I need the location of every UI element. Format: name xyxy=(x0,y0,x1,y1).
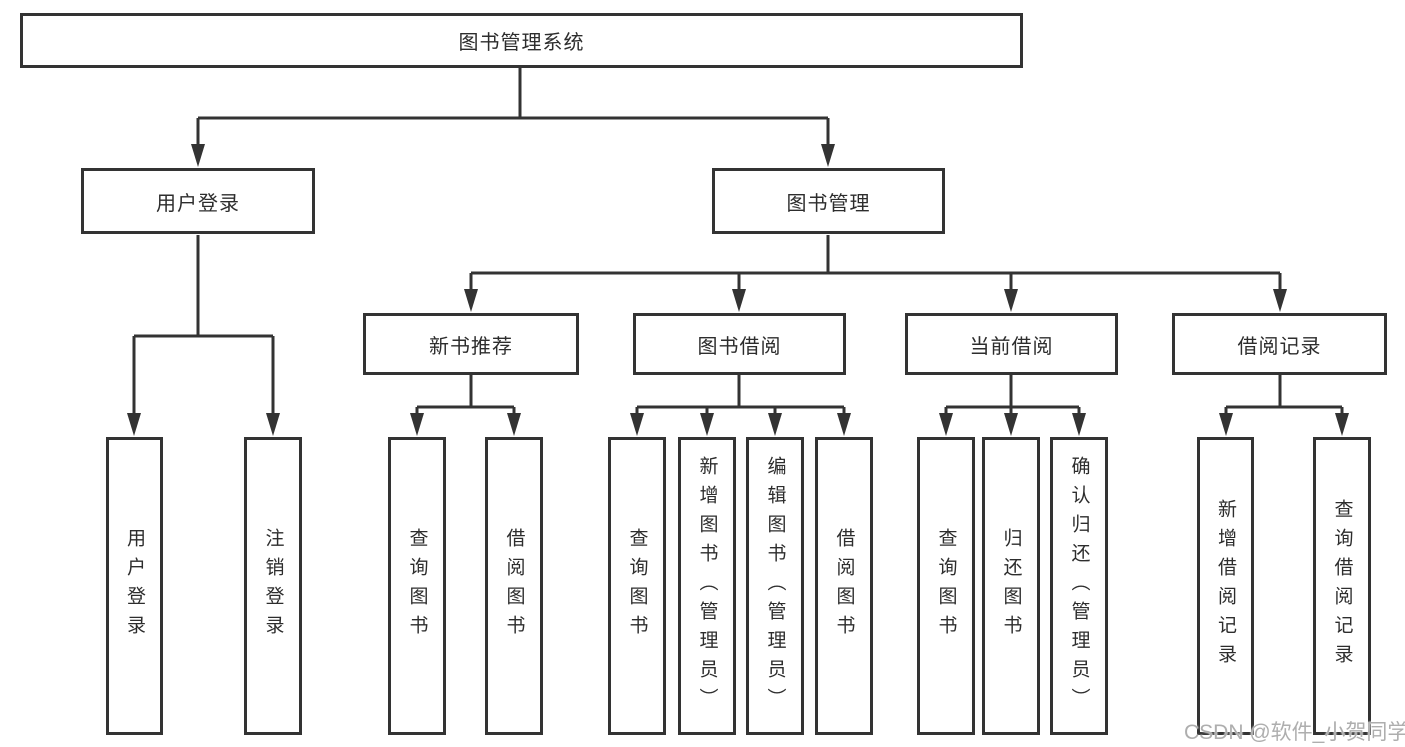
arrowhead xyxy=(1004,413,1018,436)
leaf-label: 查询借阅记录 xyxy=(1331,499,1353,673)
leaf-borrow-books-borrowing: 借阅图书 xyxy=(815,437,873,735)
leaf-return-books: 归还图书 xyxy=(982,437,1040,735)
leaf-label: 借阅图书 xyxy=(833,528,855,644)
connector-current-borrowing-split xyxy=(944,375,1081,418)
arrowhead xyxy=(1219,413,1233,436)
arrowheads xyxy=(127,144,1349,436)
leaf-borrow-books-recommend: 借阅图书 xyxy=(485,437,543,735)
arrowhead xyxy=(266,413,280,436)
leaf-label: 注销登录 xyxy=(262,528,284,644)
leaf-label: 确认归还（管理员） xyxy=(1068,455,1090,717)
connector-book-borrowing-split xyxy=(635,375,846,418)
node-new-book-recommendation: 新书推荐 xyxy=(363,313,579,375)
arrowhead xyxy=(1072,413,1086,436)
arrowhead xyxy=(191,144,205,167)
leaf-confirm-return-admin: 确认归还（管理员） xyxy=(1050,437,1108,735)
arrowhead xyxy=(410,413,424,436)
node-label: 图书借阅 xyxy=(697,335,782,358)
arrowhead xyxy=(939,413,953,436)
connector-user-login-split xyxy=(132,235,275,418)
leaf-label: 查询图书 xyxy=(935,528,957,644)
arrowhead xyxy=(700,413,714,436)
node-label: 图书管理系统 xyxy=(458,32,585,54)
leaf-add-books-admin: 新增图书（管理员） xyxy=(678,437,736,735)
leaf-label: 新增借阅记录 xyxy=(1215,499,1236,673)
leaf-label: 编辑图书（管理员） xyxy=(764,455,786,717)
arrowhead xyxy=(732,289,746,312)
leaf-query-books-current: 查询图书 xyxy=(917,437,975,735)
leaf-edit-books-admin: 编辑图书（管理员） xyxy=(746,437,804,735)
connector-book-management-split xyxy=(469,235,1282,294)
connector-new-book-split xyxy=(415,375,516,418)
node-label: 用户登录 xyxy=(156,192,240,215)
leaf-label: 查询图书 xyxy=(406,528,428,644)
arrowhead xyxy=(768,413,782,436)
arrowhead xyxy=(1335,413,1349,436)
arrowhead xyxy=(1273,289,1287,312)
leaf-query-books-borrowing: 查询图书 xyxy=(608,437,666,735)
node-label: 新书推荐 xyxy=(429,335,513,358)
connector-root-split xyxy=(196,66,830,150)
arrowhead xyxy=(127,413,141,436)
leaf-label: 借阅图书 xyxy=(503,528,525,644)
arrowhead xyxy=(507,413,521,436)
node-book-borrowing: 图书借阅 xyxy=(633,313,846,375)
node-current-borrowing: 当前借阅 xyxy=(905,313,1118,375)
leaf-label: 用户登录 xyxy=(124,528,145,644)
node-borrowing-records: 借阅记录 xyxy=(1172,313,1387,375)
arrowhead xyxy=(1004,289,1018,312)
leaf-query-books-recommend: 查询图书 xyxy=(388,437,446,735)
connector-borrowing-records-split xyxy=(1224,375,1344,418)
node-label: 图书管理 xyxy=(786,192,871,215)
arrowhead xyxy=(821,144,835,167)
watermark-text: CSDN @软件_小贺同学 xyxy=(1184,721,1405,744)
arrowhead xyxy=(630,413,644,436)
node-label: 借阅记录 xyxy=(1237,335,1322,358)
leaf-query-borrow-record: 查询借阅记录 xyxy=(1313,437,1371,735)
leaf-logout: 注销登录 xyxy=(244,437,302,735)
leaf-label: 查询图书 xyxy=(626,528,648,644)
arrowhead xyxy=(464,289,478,312)
leaf-user-login: 用户登录 xyxy=(106,437,163,735)
node-user-login: 用户登录 xyxy=(81,168,315,234)
node-library-management-system: 图书管理系统 xyxy=(20,13,1023,68)
arrowhead xyxy=(837,413,851,436)
node-label: 当前借阅 xyxy=(969,335,1054,358)
leaf-label: 归还图书 xyxy=(1000,528,1022,644)
leaf-add-borrow-record: 新增借阅记录 xyxy=(1197,437,1254,735)
node-book-management: 图书管理 xyxy=(712,168,945,234)
leaf-label: 新增图书（管理员） xyxy=(696,455,718,717)
